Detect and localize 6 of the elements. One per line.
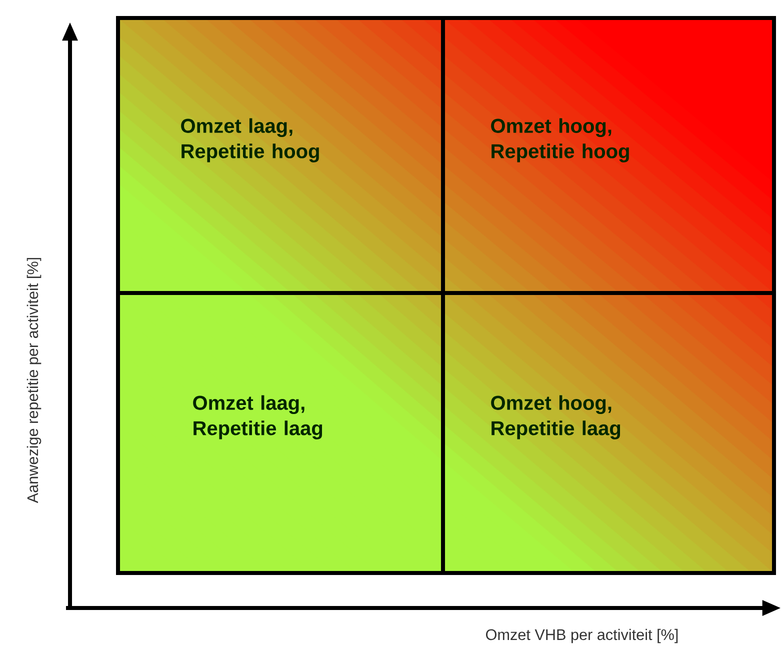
quadrant-box: Omzet laag, Repetitie laag [116, 291, 445, 575]
quadrant-box: Omzet hoog, Repetitie laag [441, 291, 776, 575]
quadrant-box: Omzet hoog, Repetitie hoog [441, 16, 776, 295]
axis-label: Omzet VHB per activiteit [%] [486, 628, 678, 644]
axis-label: Aanwezige repetitie per activiteit [%] [26, 258, 42, 504]
quadrant-box: Omzet laag, Repetitie hoog [116, 16, 445, 295]
